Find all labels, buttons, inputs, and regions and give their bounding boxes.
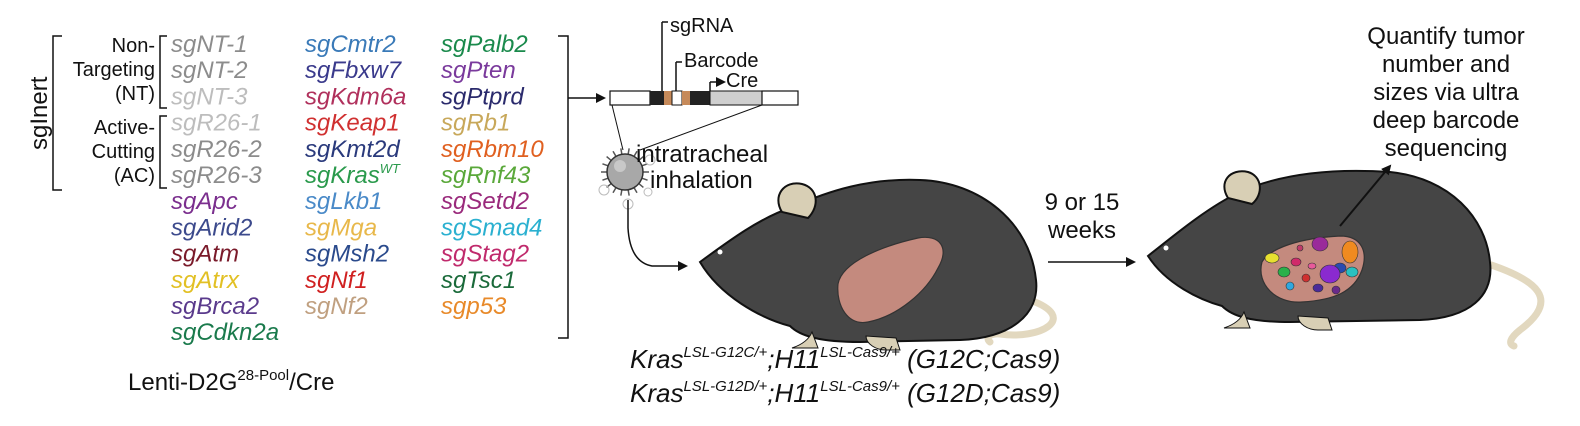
tumor — [1301, 273, 1311, 283]
guide-sgatm: sgAtm — [171, 241, 239, 268]
tumor — [1296, 244, 1304, 252]
nt-label-2: Targeting — [73, 59, 155, 81]
guide-sgr26-3: sgR26-3 — [171, 162, 262, 189]
guide-sgrb1: sgRb1 — [441, 110, 510, 137]
pool-name: Lenti-D2G28-Pool/Cre — [128, 367, 334, 396]
guide-sgkras: sgKrasWT — [305, 161, 401, 189]
tumor — [1319, 264, 1341, 284]
guide-sgr26-2: sgR26-2 — [171, 136, 262, 163]
guide-sgkdm6a: sgKdm6a — [305, 83, 406, 110]
quantify-line-3: sizes via ultra — [1373, 79, 1519, 106]
guide-sgr26-1: sgR26-1 — [171, 110, 262, 137]
genotype-g12c: KrasLSL-G12C/+;H11LSL-Cas9/+ (G12C;Cas9) — [630, 344, 1060, 374]
tumor — [1341, 240, 1359, 264]
quantify-line-5: sequencing — [1385, 135, 1508, 162]
lentiviral-construct — [609, 21, 799, 106]
tumor — [1285, 281, 1295, 291]
nt-bracket — [159, 35, 167, 109]
ac-label-1: Active- — [94, 117, 155, 139]
guide-column-1: sgNT-1sgNT-2sgNT-3sgR26-1sgR26-2sgR26-3s… — [171, 31, 279, 346]
tumor — [1331, 285, 1341, 295]
guide-sgmga: sgMga — [305, 214, 377, 241]
guide-sgnt-3: sgNT-3 — [171, 83, 248, 110]
quantify-line-4: deep barcode — [1373, 107, 1520, 134]
tumor — [1311, 236, 1329, 252]
ac-label-2: Cutting — [92, 141, 155, 163]
guide-sgfbxw7: sgFbxw7 — [305, 57, 403, 84]
guide-sgstag2: sgStag2 — [441, 241, 529, 268]
guide-sgnf1: sgNf1 — [305, 267, 368, 294]
guide-sgsmad4: sgSmad4 — [441, 214, 542, 241]
virus-particle-icon — [598, 104, 763, 210]
ac-bracket — [159, 115, 167, 189]
guide-sgsetd2: sgSetd2 — [441, 188, 529, 215]
pool-bracket — [558, 35, 569, 339]
quantify-line-1: Quantify tumor — [1367, 23, 1524, 50]
barcode-label: Barcode — [684, 50, 759, 72]
ac-label-3: (AC) — [114, 165, 155, 187]
guide-sgkmt2d: sgKmt2d — [305, 136, 400, 163]
guide-sgcdkn2a: sgCdkn2a — [171, 319, 279, 346]
guide-sgptprd: sgPtprd — [441, 83, 524, 110]
guide-column-2: sgCmtr2sgFbxw7sgKdm6asgKeap1sgKmt2dsgKra… — [305, 31, 406, 320]
mouse-2 — [1146, 169, 1545, 350]
weeks-label-2: weeks — [1047, 217, 1116, 244]
quantify-line-2: number and — [1382, 51, 1510, 78]
guide-sgpalb2: sgPalb2 — [441, 31, 528, 58]
tumor — [1307, 262, 1317, 270]
nt-label-3: (NT) — [115, 83, 155, 105]
guide-sgrnf43: sgRnf43 — [441, 162, 531, 189]
guide-sgcmtr2: sgCmtr2 — [305, 31, 396, 58]
guide-sgnt-2: sgNT-2 — [171, 57, 247, 84]
guide-sgnf2: sgNf2 — [305, 293, 368, 320]
guide-sgkeap1: sgKeap1 — [305, 110, 400, 137]
guide-sgarid2: sgArid2 — [171, 214, 252, 241]
guide-sglkb1: sgLkb1 — [305, 188, 382, 215]
guide-sgapc: sgApc — [171, 188, 238, 215]
tumor — [1277, 266, 1291, 278]
guide-sgrbm10: sgRbm10 — [441, 136, 544, 163]
mouse-1 — [698, 178, 1057, 351]
sginert-bracket — [52, 35, 62, 191]
tumor — [1264, 252, 1280, 264]
tumor-cluster — [1264, 236, 1359, 295]
sginert-label: sgInert — [26, 76, 53, 150]
guide-sgp53: sgp53 — [441, 293, 507, 320]
guide-column-3: sgPalb2sgPtensgPtprdsgRb1sgRbm10sgRnf43s… — [441, 31, 544, 320]
tumor — [1345, 266, 1359, 278]
genotype-g12d: KrasLSL-G12D/+;H11LSL-Cas9/+ (G12D;Cas9) — [630, 378, 1060, 408]
guide-sgpten: sgPten — [441, 57, 516, 84]
guide-sgatrx: sgAtrx — [171, 267, 240, 294]
quantify-arrow — [1339, 164, 1392, 227]
inhalation-label: inhalation — [650, 167, 753, 194]
intratracheal-label: intratracheal — [636, 141, 768, 168]
weeks-label-1: 9 or 15 — [1045, 189, 1120, 216]
cre-label: Cre — [726, 70, 758, 92]
guide-sgmsh2: sgMsh2 — [305, 241, 389, 268]
guide-sgnt-1: sgNT-1 — [171, 31, 247, 58]
inhalation-arrow — [627, 200, 688, 271]
guide-sgtsc1: sgTsc1 — [441, 267, 516, 294]
nt-label-1: Non- — [112, 35, 155, 57]
tumor — [1290, 257, 1302, 267]
sgrna-label: sgRNA — [670, 15, 734, 37]
tumor — [1312, 283, 1324, 293]
guide-sgbrca2: sgBrca2 — [171, 293, 259, 320]
